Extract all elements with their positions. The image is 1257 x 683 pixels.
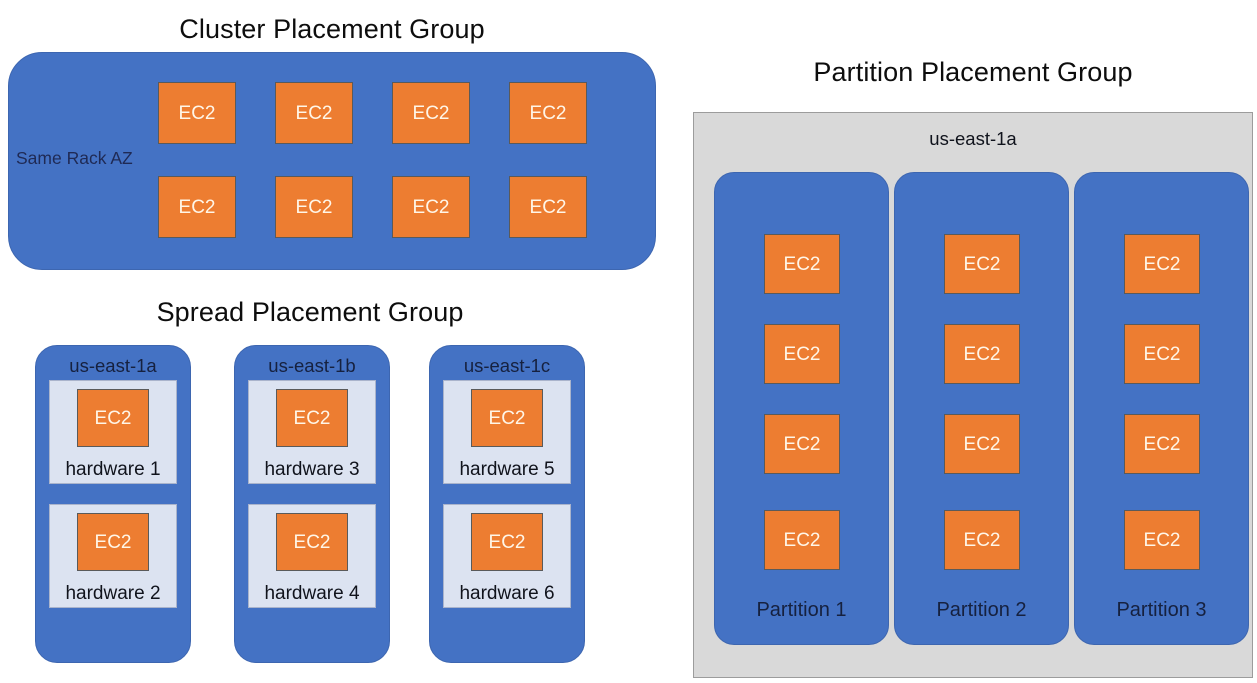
spread-ec2-instance[interactable]: EC2: [471, 389, 543, 447]
partition-ec2-instance[interactable]: EC2: [944, 234, 1020, 294]
cluster-ec2-instance[interactable]: EC2: [509, 176, 587, 238]
hardware-box: EC2 hardware 6: [443, 504, 571, 608]
same-rack-az-label: Same Rack AZ: [16, 148, 133, 168]
hardware-label: hardware 6: [459, 583, 555, 605]
partition-ec2-instance[interactable]: EC2: [1124, 234, 1200, 294]
partition-ec2-instance[interactable]: EC2: [944, 414, 1020, 474]
spread-az-label: us-east-1b: [268, 355, 356, 376]
hardware-label: hardware 5: [459, 459, 555, 481]
partition-az-label: us-east-1a: [929, 128, 1017, 149]
hardware-box: EC2 hardware 2: [49, 504, 177, 608]
spread-az-label: us-east-1c: [463, 355, 551, 376]
spread-placement-group-title: Spread Placement Group: [156, 297, 464, 327]
partition-label: Partition 3: [1116, 599, 1207, 621]
hardware-label: hardware 1: [65, 459, 161, 481]
hardware-box: EC2 hardware 5: [443, 380, 571, 484]
partition-ec2-instance[interactable]: EC2: [764, 510, 840, 570]
hardware-label: hardware 2: [65, 583, 161, 605]
spread-ec2-instance[interactable]: EC2: [77, 389, 149, 447]
spread-ec2-instance[interactable]: EC2: [77, 513, 149, 571]
cluster-ec2-instance[interactable]: EC2: [158, 176, 236, 238]
partition-ec2-instance[interactable]: EC2: [944, 324, 1020, 384]
partition-ec2-instance[interactable]: EC2: [764, 234, 840, 294]
cluster-ec2-instance[interactable]: EC2: [158, 82, 236, 144]
partition-ec2-instance[interactable]: EC2: [944, 510, 1020, 570]
partition-ec2-instance[interactable]: EC2: [764, 414, 840, 474]
hardware-label: hardware 3: [264, 459, 360, 481]
partition-label: Partition 1: [756, 599, 847, 621]
spread-ec2-instance[interactable]: EC2: [471, 513, 543, 571]
cluster-ec2-instance[interactable]: EC2: [392, 176, 470, 238]
hardware-box: EC2 hardware 1: [49, 380, 177, 484]
partition-ec2-instance[interactable]: EC2: [1124, 324, 1200, 384]
partition-ec2-instance[interactable]: EC2: [764, 324, 840, 384]
partition-label: Partition 2: [936, 599, 1027, 621]
partition-placement-group-title: Partition Placement Group: [813, 57, 1133, 87]
partition-ec2-instance[interactable]: EC2: [1124, 414, 1200, 474]
cluster-ec2-instance[interactable]: EC2: [392, 82, 470, 144]
spread-ec2-instance[interactable]: EC2: [276, 513, 348, 571]
cluster-placement-group-title: Cluster Placement Group: [179, 14, 485, 44]
spread-ec2-instance[interactable]: EC2: [276, 389, 348, 447]
hardware-box: EC2 hardware 3: [248, 380, 376, 484]
cluster-ec2-instance[interactable]: EC2: [509, 82, 587, 144]
cluster-ec2-instance[interactable]: EC2: [275, 82, 353, 144]
hardware-box: EC2 hardware 4: [248, 504, 376, 608]
spread-az-label: us-east-1a: [69, 355, 157, 376]
partition-ec2-instance[interactable]: EC2: [1124, 510, 1200, 570]
cluster-ec2-instance[interactable]: EC2: [275, 176, 353, 238]
hardware-label: hardware 4: [264, 583, 360, 605]
